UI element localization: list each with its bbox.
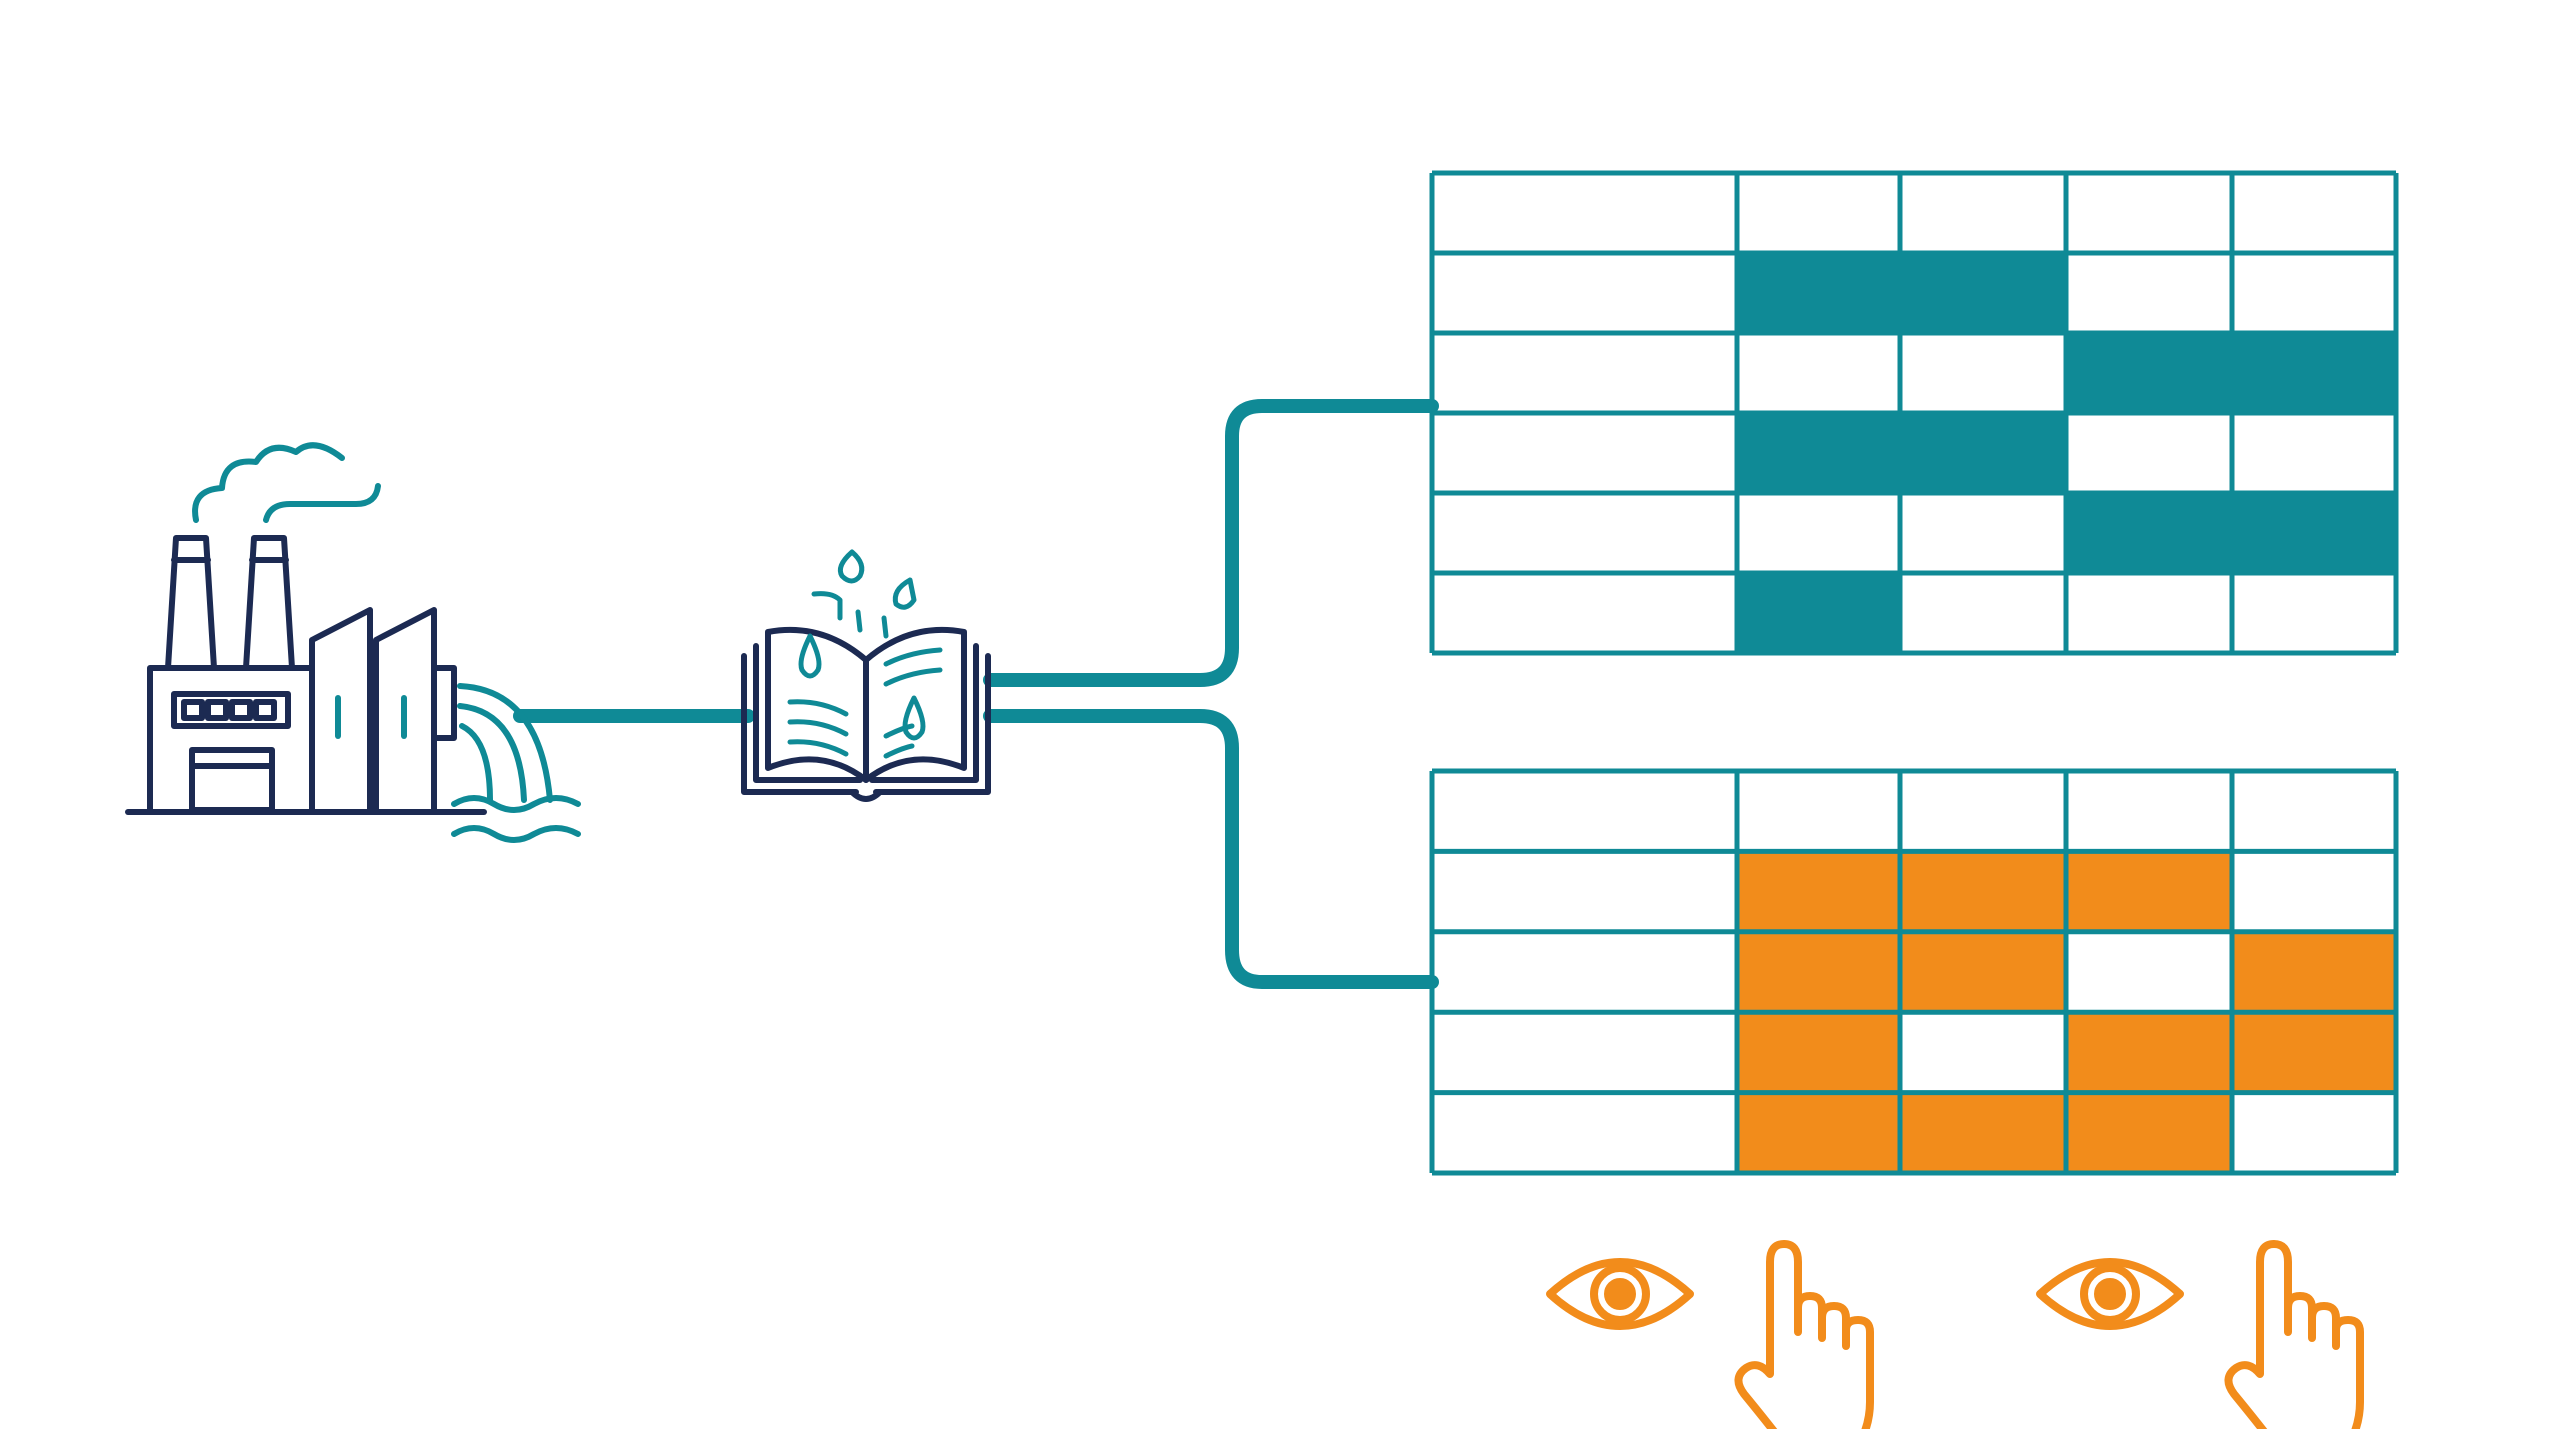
empty-cell [1432,173,1737,253]
smoke-icon [192,442,345,523]
empty-cell [1900,573,2066,653]
empty-cell [1432,253,1737,333]
filled-cell [2232,931,2396,1013]
empty-cell [1432,851,1737,931]
top-table [1429,170,2399,656]
filled-cell [1737,253,1900,333]
open-book-icon [741,549,991,802]
empty-cell [2066,173,2232,253]
empty-cell [1900,173,2066,253]
filled-cell [1900,253,2066,333]
pointing-hand-icon [1734,1240,1874,1429]
filled-cell [2066,1012,2232,1093]
empty-cell [1737,493,1900,573]
bottom-table [1429,768,2399,1176]
empty-cell [2232,573,2396,653]
empty-cell [1432,573,1737,653]
empty-cell [1432,413,1737,493]
empty-cell [2232,771,2396,851]
book-to-top-table-connector [983,399,1439,687]
connectors [513,399,1439,989]
empty-cell [1900,333,2066,413]
filled-cell [2232,493,2396,573]
eye-icon [1546,1258,1694,1330]
empty-cell [1432,771,1737,851]
water-drop-icon [902,695,926,741]
empty-cell [1432,932,1737,1012]
filled-cell [1737,1012,1900,1093]
empty-cell [1900,771,2066,851]
icon-row [1546,1240,2364,1429]
filled-cell [2066,851,2232,932]
empty-cell [1432,493,1737,573]
filled-cell [1737,1092,1900,1173]
empty-cell [1432,1012,1737,1092]
empty-cell [2066,413,2232,493]
empty-cell [2232,1093,2396,1173]
filled-cell [2232,1012,2396,1093]
empty-cell [2232,253,2396,333]
filled-cell [1737,931,1900,1013]
empty-cell [1737,173,1900,253]
empty-cell [1737,333,1900,413]
empty-cell [2066,771,2232,851]
filled-cell [1737,413,1900,493]
empty-cell [2232,173,2396,253]
table-grid [1429,768,2399,1176]
filled-cell [1900,1092,2066,1173]
water-drop-icon [798,633,822,679]
pointing-hand-icon [2224,1240,2364,1429]
empty-cell [2066,253,2232,333]
book-to-bottom-table-connector [983,709,1439,989]
filled-cell [1900,413,2066,493]
filled-cell [1900,931,2066,1013]
water-discharge-icon [451,683,581,843]
eye-icon [2036,1258,2184,1330]
empty-cell [1432,333,1737,413]
table-grid [1429,170,2399,656]
empty-cell [2066,573,2232,653]
empty-cell [1900,493,2066,573]
empty-cell [2232,851,2396,931]
empty-cell [1737,771,1900,851]
filled-cell [1737,573,1900,653]
empty-cell [1900,1012,2066,1092]
factory-icon [125,442,487,815]
filled-cell [1737,851,1900,932]
filled-cell [2232,333,2396,413]
filled-cell [2066,333,2232,413]
smoke-trail-icon [263,483,381,523]
empty-cell [1432,1093,1737,1173]
empty-cell [2066,932,2232,1012]
empty-cell [2232,413,2396,493]
filled-cell [2066,1092,2232,1173]
filled-cell [1900,851,2066,932]
filled-cell [2066,493,2232,573]
